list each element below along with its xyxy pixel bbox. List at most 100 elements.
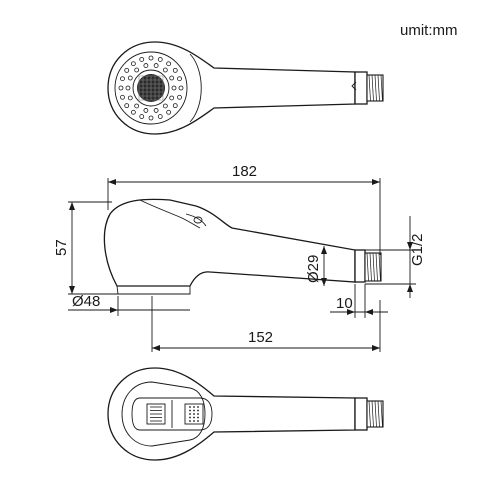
- icon-dot: [193, 420, 195, 422]
- side-view-body: [103, 198, 356, 287]
- bottom-view-inner-rim: [121, 381, 206, 447]
- icon-dot: [189, 413, 191, 415]
- dimension-lines: 182 57 Ø48 Ø29 G1/2 10: [53, 163, 426, 352]
- arrow-182-right: [372, 179, 380, 185]
- nozzle-hole: [153, 63, 159, 68]
- nozzle-hole: [169, 75, 175, 81]
- arrow-10-right: [365, 309, 373, 315]
- nozzle-hole: [166, 109, 172, 115]
- nozzle-hole: [172, 103, 178, 109]
- icon-dot: [197, 416, 199, 419]
- nozzle-hole: [169, 95, 175, 101]
- thread-line: [377, 400, 380, 428]
- icon-dot: [193, 413, 195, 415]
- icon-dot: [197, 409, 199, 412]
- side-view-thread-collar: [354, 249, 366, 283]
- icon-dot: [189, 416, 191, 419]
- nozzle-hole: [134, 103, 140, 109]
- nozzle-hole: [120, 94, 125, 100]
- top-view-inner-curve: [189, 53, 202, 123]
- side-view-head-rim: [116, 285, 191, 295]
- arrow-g12-top: [407, 242, 413, 250]
- bottom-view: [107, 367, 384, 461]
- nozzle-hole: [171, 85, 177, 91]
- icon-dot: [197, 406, 199, 408]
- arrow-57-top: [69, 202, 75, 210]
- nozzle-hole: [177, 76, 182, 82]
- dim-head-diameter: Ø48: [72, 293, 100, 310]
- top-view-thread-collar: [354, 71, 368, 105]
- nozzle-hole: [157, 114, 163, 119]
- nozzle-hole: [157, 57, 163, 62]
- arrow-10-left: [347, 309, 355, 315]
- thread-line: [374, 400, 377, 428]
- thread-line: [380, 400, 383, 428]
- arrow-152-right: [372, 345, 380, 351]
- top-view-nozzles: [118, 55, 184, 121]
- side-view: [103, 198, 382, 295]
- dim-body-length: 152: [248, 329, 273, 346]
- nozzle-hole: [139, 114, 145, 119]
- side-view-head-curve: [139, 199, 201, 229]
- nozzle-hole: [139, 57, 145, 62]
- icon-dot: [193, 406, 195, 408]
- thread-line: [372, 252, 375, 282]
- icon-dot: [197, 413, 199, 415]
- thread-line: [366, 252, 369, 282]
- bottom-view-thread-collar: [354, 397, 368, 431]
- thread-line: [378, 252, 381, 282]
- nozzle-hole: [120, 76, 125, 82]
- arrow-152-left: [152, 345, 160, 351]
- arrow-29-top: [321, 246, 327, 254]
- icon-dot: [193, 416, 195, 419]
- icon-dot: [189, 420, 191, 422]
- nozzle-hole: [118, 85, 124, 91]
- bottom-view-panel: [131, 397, 213, 431]
- bottom-view-body: [107, 367, 356, 461]
- nozzle-hole: [134, 67, 140, 73]
- top-view: [107, 41, 384, 135]
- icon-dot: [193, 409, 195, 412]
- spray-mode-icon: [184, 403, 204, 425]
- thread-line: [380, 74, 383, 102]
- thread-line: [369, 252, 372, 282]
- unit-label: umit:mm: [400, 22, 458, 39]
- bottom-view-thread: [366, 400, 384, 428]
- side-view-thread: [364, 252, 382, 282]
- nozzle-hole: [127, 95, 133, 101]
- arrow-57-bottom: [69, 286, 75, 294]
- top-view-thread: [366, 74, 384, 102]
- nozzle-hole: [178, 85, 184, 91]
- thread-line: [368, 400, 371, 428]
- icon-dot: [189, 409, 191, 412]
- arrow-48: [110, 307, 118, 313]
- arrow-29-bottom: [321, 278, 327, 286]
- arrow-182-left: [108, 179, 116, 185]
- nozzle-hole: [162, 67, 168, 73]
- top-view-center-outer: [132, 69, 170, 107]
- nozzle-hole: [177, 94, 182, 100]
- nozzle-hole: [153, 108, 159, 113]
- side-view-trigger: [185, 213, 207, 227]
- icon-dot: [197, 420, 199, 422]
- thread-line: [374, 74, 377, 102]
- top-view-face-ring: [114, 51, 188, 125]
- dim-height: 57: [53, 239, 70, 256]
- nozzle-hole: [130, 109, 136, 115]
- icon-dot: [189, 406, 191, 408]
- nozzle-hole: [127, 75, 133, 81]
- dim-thread-length: 10: [336, 295, 353, 312]
- nozzle-hole: [166, 61, 172, 67]
- nozzle-hole: [125, 85, 131, 91]
- stream-mode-icon: [146, 403, 166, 425]
- arrow-g12-bottom: [407, 284, 413, 292]
- nozzle-hole: [148, 55, 154, 61]
- thread-line: [371, 400, 374, 428]
- thread-line: [377, 74, 380, 102]
- nozzle-hole: [124, 103, 130, 109]
- top-view-small-notch: [351, 81, 357, 91]
- dim-handle-diameter: Ø29: [305, 255, 322, 283]
- thread-line: [375, 252, 378, 282]
- nozzle-hole: [124, 67, 130, 73]
- nozzle-hole: [162, 103, 168, 109]
